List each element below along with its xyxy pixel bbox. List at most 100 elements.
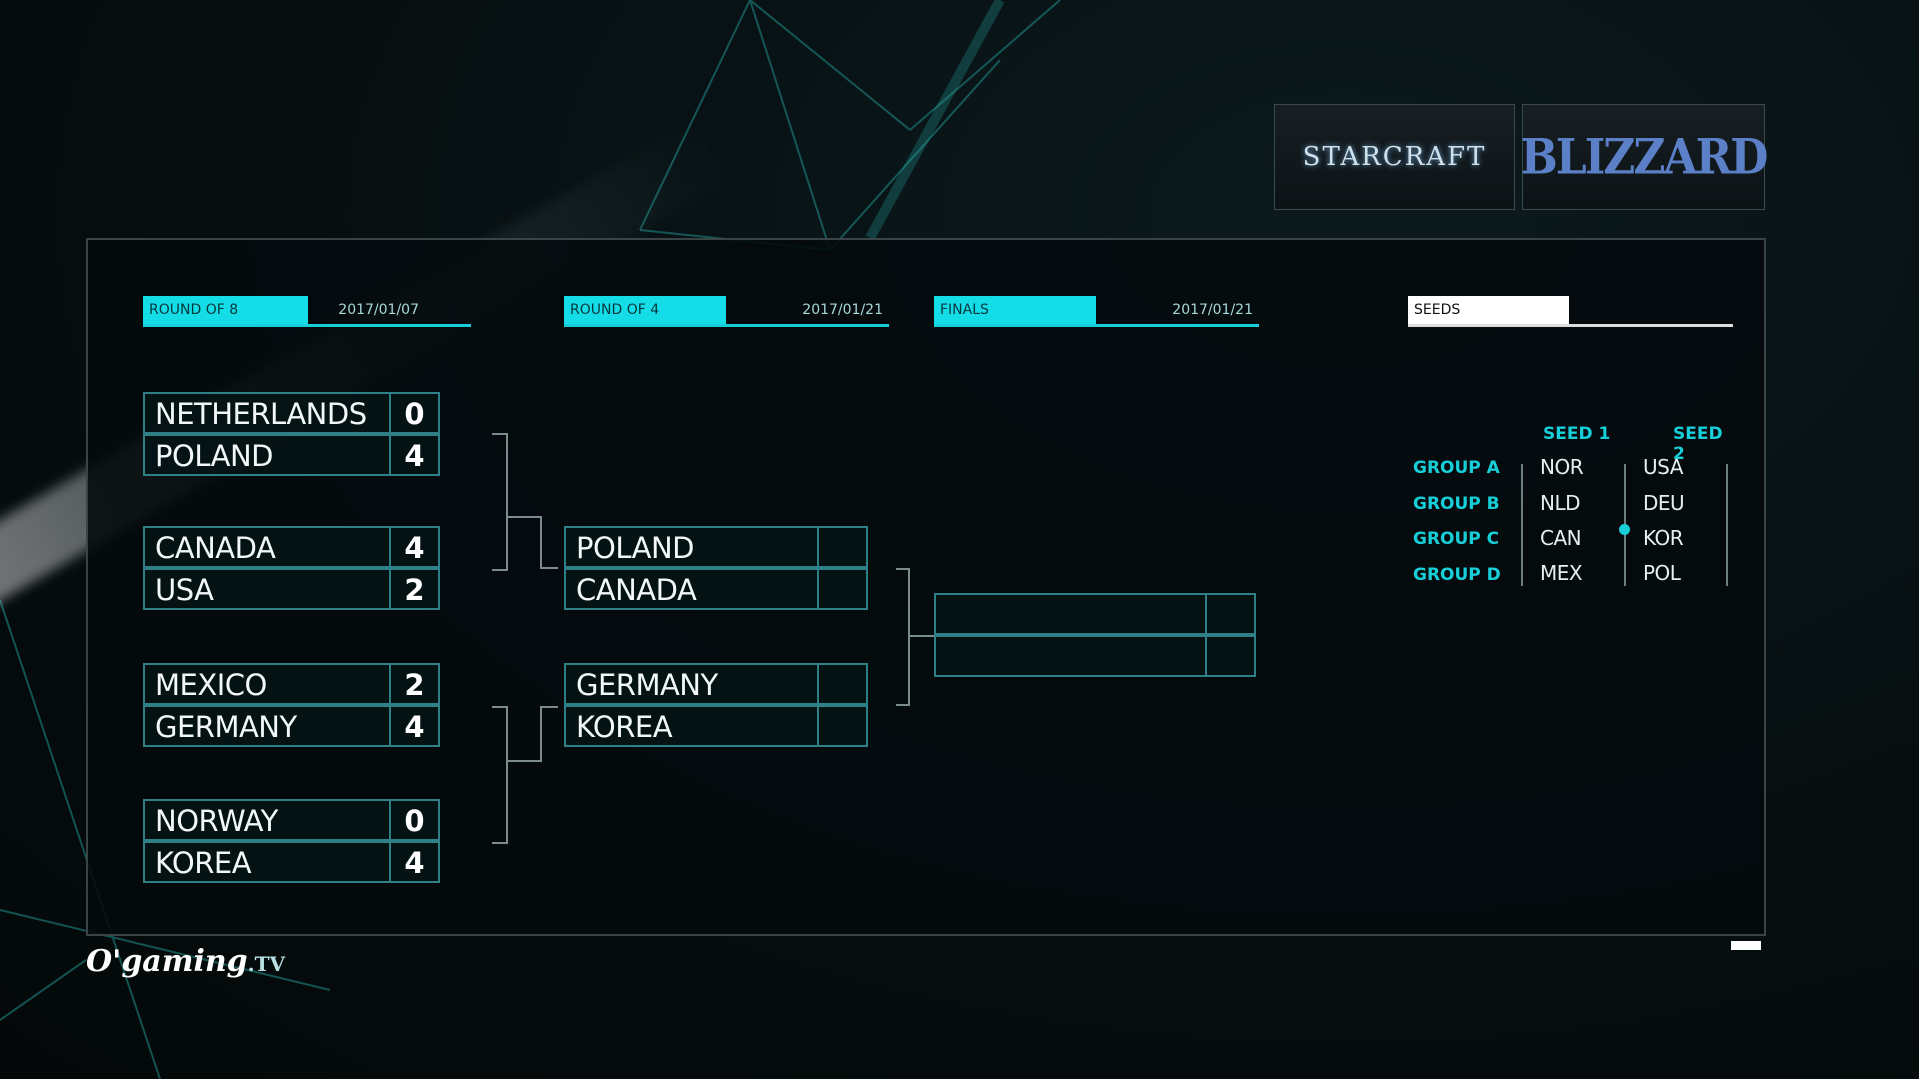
seeds-header: SEEDS — [1408, 296, 1733, 327]
team-row — [934, 635, 1256, 677]
group-a-seed1: NOR — [1540, 455, 1584, 479]
round-of-8-date: 2017/01/07 — [338, 302, 419, 318]
bracket-connector-line — [540, 567, 558, 569]
match-ro8-2: CANADA 4 USA 2 — [143, 526, 440, 610]
team-score: 0 — [389, 801, 438, 839]
team-name: USA — [155, 573, 214, 607]
team-name: CANADA — [155, 531, 276, 565]
match-ro8-3: MEXICO 2 GERMANY 4 — [143, 663, 440, 747]
team-score — [1205, 595, 1254, 633]
seeds-underline — [1408, 324, 1733, 327]
group-d-seed2: POL — [1643, 561, 1681, 585]
team-score — [817, 665, 866, 703]
bracket-connector-line — [908, 635, 936, 637]
group-a-seed2: USA — [1643, 455, 1683, 479]
bracket-connector — [492, 433, 508, 571]
bracket-connector — [492, 706, 508, 844]
team-name: NORWAY — [155, 804, 278, 838]
team-score — [817, 528, 866, 566]
team-row: KOREA — [564, 705, 868, 747]
team-score: 4 — [389, 436, 438, 474]
ogaming-logo: O'gaming.TV — [86, 944, 285, 979]
finals-underline — [934, 324, 1259, 327]
team-row — [934, 593, 1256, 635]
seeds-marker-dot — [1619, 524, 1630, 535]
team-row: POLAND — [564, 526, 868, 568]
bracket-panel: ROUND OF 8 2017/01/07 ROUND OF 4 2017/01… — [86, 238, 1766, 936]
group-b-seed2: DEU — [1643, 491, 1685, 515]
team-name: MEXICO — [155, 668, 267, 702]
team-row: NETHERLANDS 0 — [143, 392, 440, 434]
finals-date: 2017/01/21 — [1172, 302, 1253, 318]
round-of-8-underline — [143, 324, 471, 327]
team-score — [1205, 637, 1254, 675]
ogaming-logo-name: O'gaming — [86, 944, 248, 979]
group-b-seed1: NLD — [1540, 491, 1581, 515]
finals-label: FINALS — [934, 296, 1096, 324]
round-of-8-label: ROUND OF 8 — [143, 296, 308, 324]
round-of-4-header: ROUND OF 4 2017/01/21 — [564, 296, 889, 327]
group-c-label: GROUP C — [1413, 529, 1500, 549]
starcraft-logo: STARCRAFT — [1274, 104, 1515, 210]
group-c-seed1: CAN — [1540, 526, 1582, 550]
team-name: KOREA — [155, 846, 252, 880]
team-name: CANADA — [576, 573, 697, 607]
group-c-seed2: KOR — [1643, 526, 1684, 550]
bracket-connector-line — [540, 706, 542, 762]
group-a-label: GROUP A — [1413, 458, 1500, 478]
bracket-connector-line — [506, 516, 542, 518]
team-row: CANADA 4 — [143, 526, 440, 568]
corner-marker — [1731, 941, 1761, 950]
match-ro8-1: NETHERLANDS 0 POLAND 4 — [143, 392, 440, 476]
group-b-label: GROUP B — [1413, 494, 1500, 514]
team-score — [817, 570, 866, 608]
match-ro4-2: GERMANY KOREA — [564, 663, 868, 747]
team-row: CANADA — [564, 568, 868, 610]
team-score: 2 — [389, 665, 438, 703]
ogaming-logo-suffix: .TV — [247, 952, 286, 976]
finals-header: FINALS 2017/01/21 — [934, 296, 1259, 327]
seeds-label: SEEDS — [1408, 296, 1569, 324]
blizzard-logo: BLIZZARD — [1520, 104, 1769, 210]
seeds-divider — [1726, 464, 1728, 586]
team-row: KOREA 4 — [143, 841, 440, 883]
seeds-table: SEED 1 SEED 2 GROUP A NOR USA GROUP B NL… — [1408, 424, 1738, 624]
team-name: POLAND — [576, 531, 695, 565]
match-finals — [934, 593, 1256, 677]
bracket-connector-line — [540, 516, 542, 569]
bracket-connector — [896, 568, 910, 706]
team-score — [817, 707, 866, 745]
team-name: NETHERLANDS — [155, 397, 367, 431]
team-name: KOREA — [576, 710, 673, 744]
starcraft-logo-text: STARCRAFT — [1302, 142, 1487, 172]
bracket-connector-line — [540, 706, 558, 708]
round-of-4-date: 2017/01/21 — [802, 302, 883, 318]
team-score: 0 — [389, 394, 438, 432]
team-row: POLAND 4 — [143, 434, 440, 476]
round-of-4-label: ROUND OF 4 — [564, 296, 726, 324]
seeds-divider — [1521, 464, 1523, 586]
team-name: POLAND — [155, 439, 274, 473]
bracket-connector-line — [506, 760, 542, 762]
seed-2-header: SEED 2 — [1673, 424, 1723, 464]
team-score: 4 — [389, 843, 438, 881]
team-row: GERMANY — [564, 663, 868, 705]
team-score: 4 — [389, 528, 438, 566]
team-name: GERMANY — [576, 668, 718, 702]
match-ro4-1: POLAND CANADA — [564, 526, 868, 610]
team-row: GERMANY 4 — [143, 705, 440, 747]
team-name: GERMANY — [155, 710, 297, 744]
match-ro8-4: NORWAY 0 KOREA 4 — [143, 799, 440, 883]
team-row: MEXICO 2 — [143, 663, 440, 705]
team-score: 4 — [389, 707, 438, 745]
blizzard-logo-text: BLIZZARD — [1520, 128, 1769, 186]
team-row: USA 2 — [143, 568, 440, 610]
round-of-8-header: ROUND OF 8 2017/01/07 — [143, 296, 471, 327]
round-of-4-underline — [564, 324, 889, 327]
seed-1-header: SEED 1 — [1543, 424, 1611, 444]
group-d-label: GROUP D — [1413, 565, 1501, 585]
team-score: 2 — [389, 570, 438, 608]
team-row: NORWAY 0 — [143, 799, 440, 841]
group-d-seed1: MEX — [1540, 561, 1583, 585]
